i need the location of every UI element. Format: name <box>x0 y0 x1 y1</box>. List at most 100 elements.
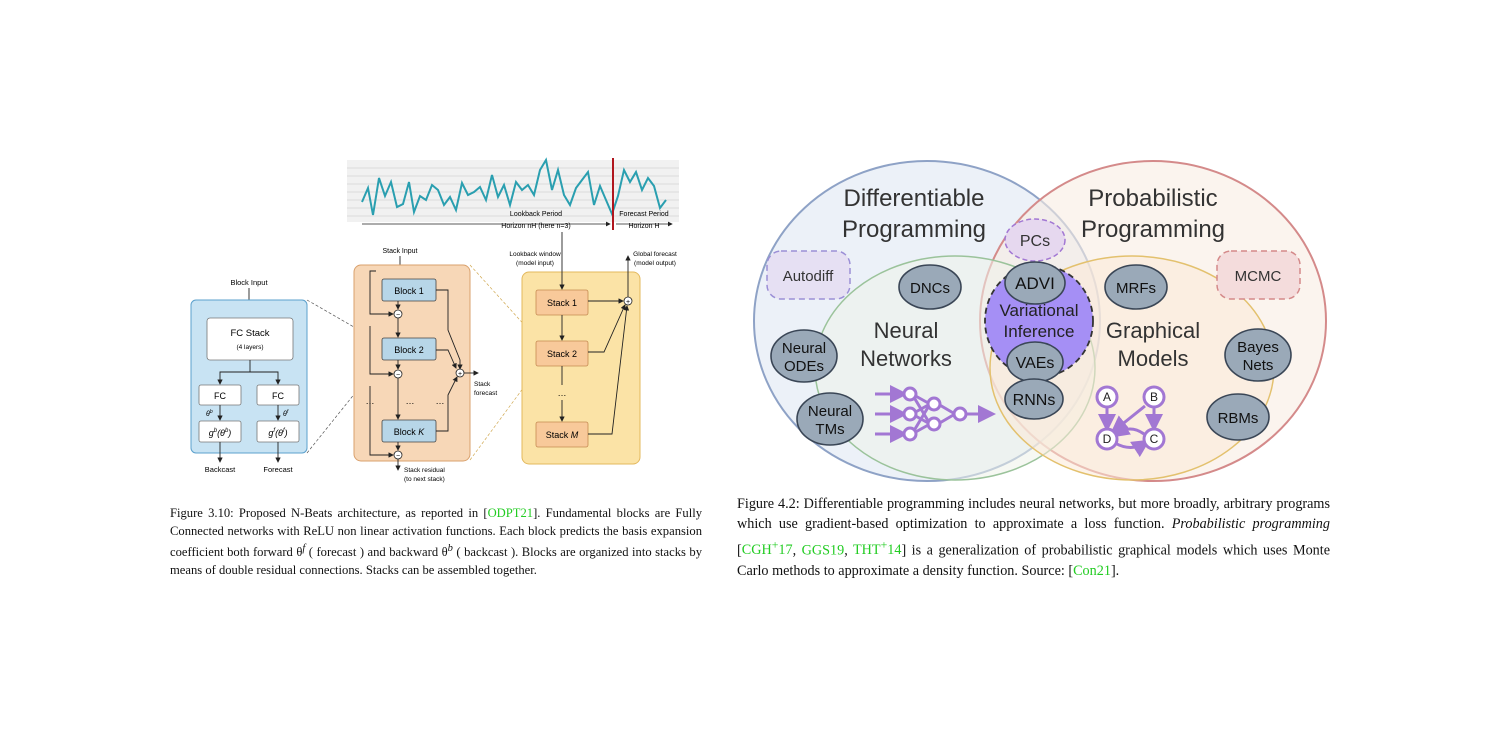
node-c-label: C <box>1150 432 1159 446</box>
global-forecast-label-2: (model output) <box>634 260 676 267</box>
rnns-label: RNNs <box>1013 392 1056 409</box>
node-a-label: A <box>1103 390 1111 404</box>
theta-b: θ <box>206 411 210 418</box>
graphical-model-icon <box>1095 385 1166 458</box>
neural-tms-node <box>796 392 864 446</box>
citation-odpt21[interactable]: ODPT21 <box>487 506 534 520</box>
stack-2-label: Stack 2 <box>547 349 577 359</box>
backcast-label: Backcast <box>205 465 236 474</box>
block-k-label: Block K <box>394 427 426 437</box>
advi-label: ADVI <box>1015 274 1055 293</box>
theta-b-sup: b <box>210 409 213 415</box>
vaes-label: VAEs <box>1016 355 1055 372</box>
nn-title-2: Networks <box>860 346 952 371</box>
dots-model: … <box>558 388 567 398</box>
mrfs-node <box>1104 264 1168 310</box>
block-2-box <box>381 337 437 361</box>
dp-title-2: Programming <box>842 216 986 243</box>
dncs-label: DNCs <box>910 280 950 297</box>
mcmc-label: MCMC <box>1235 268 1282 285</box>
rnns-node <box>1004 378 1064 420</box>
stack-1-label: Stack 1 <box>547 298 577 308</box>
fc-stack-box <box>206 317 294 361</box>
node-b-label: B <box>1150 390 1158 404</box>
dots-c: … <box>436 396 445 406</box>
stack-m-box <box>535 421 589 448</box>
citation-cgh17[interactable]: CGH+17 <box>741 537 793 559</box>
venn-figure: Differentiable Programming Probabilistic… <box>737 0 1500 750</box>
nn-title-1: Neural <box>874 318 939 343</box>
forecast-label: Forecast <box>263 465 293 474</box>
citation-ggs19[interactable]: GGS19 <box>801 542 845 559</box>
stack-forecast-label-2: forecast <box>474 390 497 397</box>
pcs-label: PCs <box>1020 233 1050 250</box>
svg-text:θb: θb <box>206 409 213 418</box>
plus-sign-global: + <box>626 299 630 306</box>
rbms-label: RBMs <box>1218 410 1259 427</box>
fc-label-fore: FC <box>272 391 284 401</box>
pp-title-1: Probabilistic <box>1088 185 1217 212</box>
rbms-node <box>1206 393 1270 441</box>
bayes-nets-label-2: Nets <box>1243 357 1274 374</box>
stack-input-label: Stack Input <box>382 248 417 255</box>
mcmc-box <box>1216 250 1301 300</box>
gm-title-1: Graphical <box>1106 318 1200 343</box>
autodiff-box <box>766 250 851 300</box>
block-1-label: Block 1 <box>394 286 424 296</box>
citation-tht14[interactable]: THT+14 <box>853 537 902 559</box>
theta-f: θ <box>283 411 287 418</box>
plus-sign-stack: + <box>458 371 462 378</box>
dncs-node <box>898 264 962 310</box>
time-series-line <box>361 157 667 217</box>
dots-a: … <box>366 396 375 406</box>
fc-stack-label: FC Stack <box>230 328 269 339</box>
forecast-period-label: Forecast Period <box>619 211 669 218</box>
stack-residual-label-2: (to next stack) <box>404 476 445 483</box>
pcs-node <box>1004 218 1066 262</box>
caption-right: Figure 4.2: Differentiable programming i… <box>737 496 1330 579</box>
forecast-horizon-label: Horizon H <box>628 223 659 230</box>
neural-network-icon <box>875 385 996 443</box>
dp-title-1: Differentiable <box>844 185 985 212</box>
lookback-period-label: Lookback Period <box>510 211 562 218</box>
gm-title-2: Models <box>1118 346 1189 371</box>
lookback-horizon-label: Horizon nH (here n=3) <box>501 223 570 230</box>
nbeats-figure: Lookback Period Horizon nH (here n=3) Fo… <box>0 0 750 750</box>
nbeats-diagram: Lookback Period Horizon nH (here n=3) Fo… <box>190 157 679 483</box>
g-f-label: gf(θf) <box>268 428 287 438</box>
vi-label-2: Inference <box>1004 322 1075 341</box>
neural-odes-label-1: Neural <box>782 340 826 357</box>
vi-label-1: Variational <box>999 301 1078 320</box>
caption-left: Figure 3.10: Proposed N-Beats architectu… <box>170 506 703 578</box>
global-forecast-label-1: Global forecast <box>633 251 677 258</box>
time-series-plot: Lookback Period Horizon nH (here n=3) Fo… <box>347 157 679 230</box>
dots-b: … <box>406 396 415 406</box>
stack-residual-label-1: Stack residual <box>404 467 445 474</box>
bayes-nets-node <box>1224 328 1292 382</box>
node-d-label: D <box>1103 432 1112 446</box>
stack-m-label: Stack M <box>546 430 579 440</box>
model-detail: Lookback window (model input) Global for… <box>509 232 677 465</box>
neural-odes-node <box>770 329 838 383</box>
bayes-nets-label-1: Bayes <box>1237 339 1279 356</box>
fc-stack-sub: (4 layers) <box>236 344 263 351</box>
neural-tms-label-2: TMs <box>815 421 844 438</box>
neural-tms-label-1: Neural <box>808 403 852 420</box>
svg-text:θf: θf <box>283 409 289 418</box>
mrfs-label: MRFs <box>1116 280 1156 297</box>
citation-con21[interactable]: Con21 <box>1073 562 1111 579</box>
fc-label-back: FC <box>214 391 226 401</box>
minus-sign-1: − <box>396 312 400 319</box>
venn-diagram: Differentiable Programming Probabilistic… <box>753 160 1327 482</box>
lookback-window-label-1: Lookback window <box>509 251 561 258</box>
pp-title-2: Programming <box>1081 216 1225 243</box>
minus-sign-3: − <box>396 453 400 460</box>
block-detail: Block Input FC Stack (4 layers) FC FC θb… <box>190 278 308 474</box>
block-input-label: Block Input <box>230 278 268 287</box>
stack-forecast-label-1: Stack <box>474 381 491 388</box>
theta-f-sup: f <box>287 409 289 415</box>
autodiff-label: Autodiff <box>783 268 834 285</box>
stack-detail: Stack Input Block 1 Block 2 Block K − − … <box>353 248 497 483</box>
advi-node <box>1004 261 1066 305</box>
lookback-window-label-2: (model input) <box>516 260 554 267</box>
